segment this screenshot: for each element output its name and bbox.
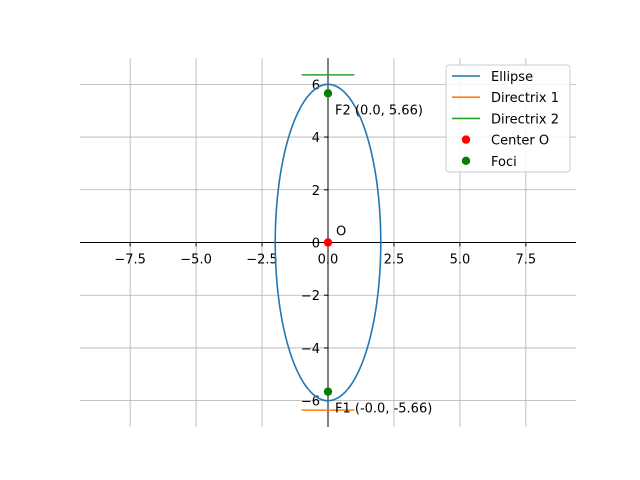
center-label: O	[336, 225, 346, 240]
legend-marker	[461, 135, 471, 144]
y-tick-label: −2	[301, 289, 320, 304]
y-tick-label: 0	[312, 237, 320, 252]
focus-point	[323, 89, 333, 98]
legend-label: Center O	[491, 134, 549, 149]
legend-marker	[461, 156, 471, 165]
legend-label: Ellipse	[491, 70, 533, 85]
legend-box	[445, 64, 571, 173]
center-point	[323, 238, 333, 247]
y-tick-label: 2	[312, 184, 320, 199]
x-tick-label: 5.0	[450, 253, 471, 268]
legend-label: Directrix 2	[491, 112, 559, 127]
legend-label: Foci	[491, 155, 517, 170]
legend-label: Directrix 1	[491, 91, 559, 106]
x-tick-label: −2.5	[246, 253, 278, 268]
y-tick-label: −6	[301, 395, 320, 410]
x-tick-label: −5.0	[180, 253, 212, 268]
focus-point	[323, 387, 333, 396]
y-tick-label: −4	[301, 342, 320, 357]
series-layer	[274, 74, 382, 411]
y-tick-label: 4	[312, 131, 320, 146]
x-tick-label: 7.5	[516, 253, 537, 268]
tick-labels: −7.5 −5.0 −2.5 0.0 2.5 5.0 7.5 −6 −4 −2 0 2 4 6	[114, 78, 536, 409]
x-tick-label: 0.0	[318, 253, 339, 268]
ellipse-curve	[274, 83, 382, 402]
focus-f1-label: F1 (-0.0, -5.66)	[335, 402, 432, 417]
y-tick-label: 6	[312, 78, 320, 93]
x-tick-label: −7.5	[114, 253, 146, 268]
x-tick-label: 2.5	[384, 253, 405, 268]
focus-f2-label: F2 (0.0, 5.66)	[335, 103, 423, 118]
annotations: O F2 (0.0, 5.66) F1 (-0.0, -5.66)	[335, 103, 432, 416]
